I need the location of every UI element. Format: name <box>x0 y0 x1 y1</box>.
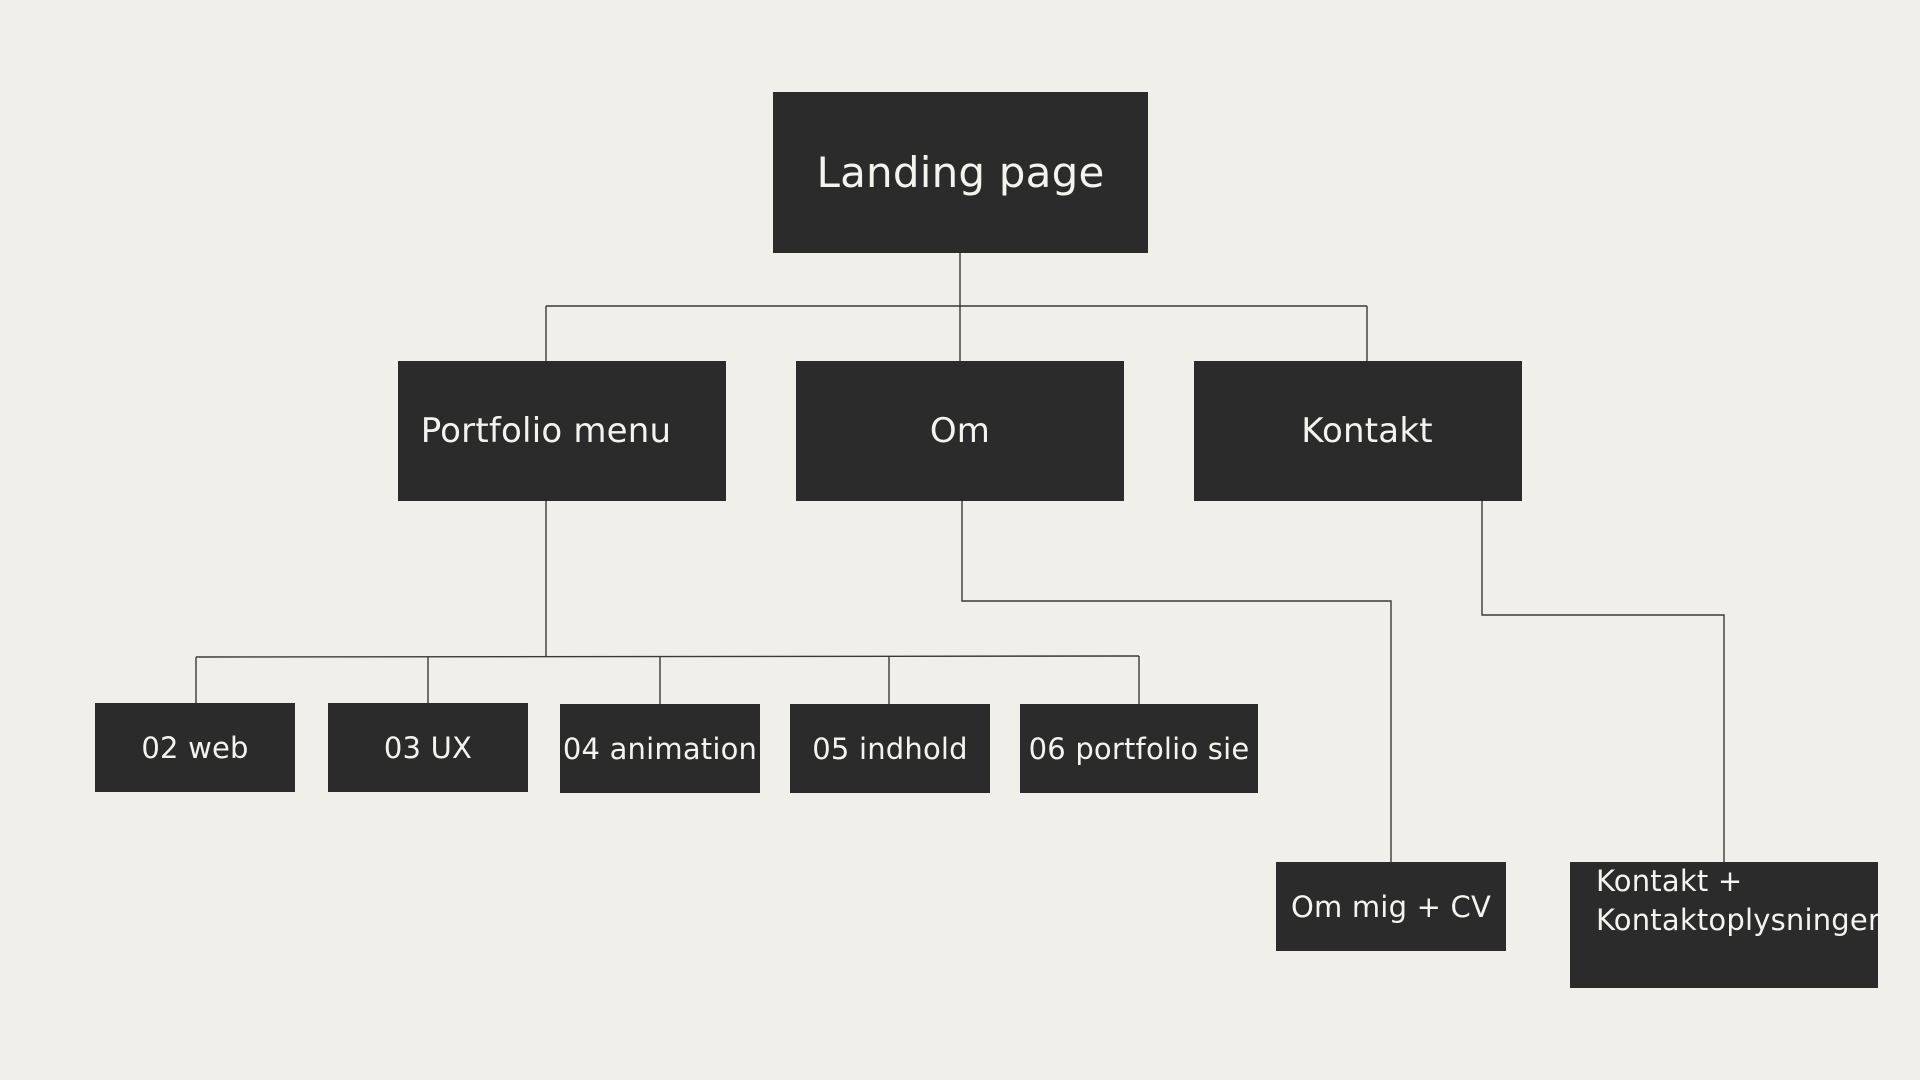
node-label: 05 indhold <box>812 731 968 766</box>
node-label-line-1: Kontakt + <box>1596 864 1743 898</box>
node-om-mig-cv: Om mig + CV <box>1276 862 1506 951</box>
node-kontakt: Kontakt <box>1194 361 1522 501</box>
node-05-indhold: 05 indhold <box>790 704 990 793</box>
node-06-portfolio-sie: 06 portfolio sie <box>1020 704 1258 793</box>
node-om: Om <box>796 361 1124 501</box>
node-label: 04 animation <box>562 731 758 766</box>
node-portfolio-menu: Portfolio menu <box>398 361 726 501</box>
node-kontakt-oplysninger: Kontakt + Kontaktoplysninger <box>1570 862 1881 988</box>
node-label: 03 UX <box>383 730 473 765</box>
node-label: Om <box>929 411 991 451</box>
node-label-line-2: Kontaktoplysninger <box>1596 903 1881 937</box>
node-label: 02 web <box>141 730 249 765</box>
node-label: Portfolio menu <box>420 411 672 451</box>
node-label: 06 portfolio sie <box>1028 731 1250 766</box>
node-label: Landing page <box>816 148 1105 197</box>
connector-om-to-cv <box>961 501 1392 862</box>
connector-kontakt-to-info <box>1481 501 1725 862</box>
node-label: Kontakt <box>1301 411 1433 451</box>
connector-portfolio-bar <box>195 655 1140 658</box>
node-04-animation: 04 animation <box>560 704 760 793</box>
node-03-ux: 03 UX <box>328 703 528 792</box>
node-landing-page: Landing page <box>773 92 1148 253</box>
node-02-web: 02 web <box>95 703 295 792</box>
node-label: Om mig + CV <box>1290 889 1492 924</box>
